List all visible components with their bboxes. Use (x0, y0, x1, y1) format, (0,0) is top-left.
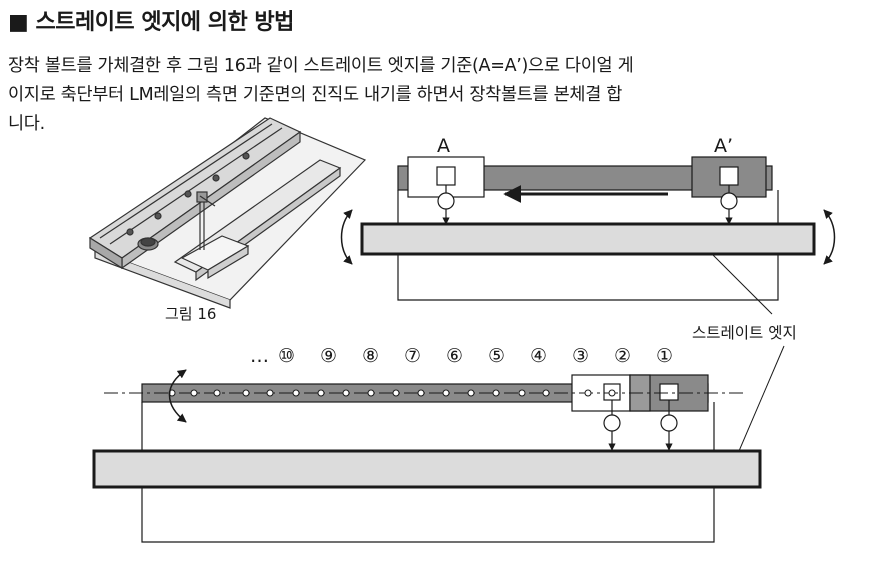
label-a: A (437, 135, 450, 157)
sequence-4: ④ (530, 345, 547, 367)
sequence-2: ② (614, 345, 631, 367)
section-heading: ■ 스트레이트 엣지에 의한 방법 (8, 4, 294, 36)
sequence-ellipsis: … (250, 345, 269, 367)
bolt-sequence-labels: … ⑩ ⑨ ⑧ ⑦ ⑥ ⑤ ④ ③ ② ① (250, 345, 673, 367)
label-a-prime: A’ (714, 135, 733, 157)
sequence-3: ③ (572, 345, 589, 367)
dial-gauge-icon (660, 414, 678, 432)
callout-line-top (711, 253, 773, 315)
rotate-left-arrow-icon (340, 209, 353, 265)
sequence-7: ⑦ (404, 345, 421, 367)
rail-isometric-illustration (88, 117, 367, 309)
sequence-1: ① (656, 345, 673, 367)
sequence-6: ⑥ (446, 345, 463, 367)
dial-gauge-icon (720, 192, 738, 210)
rotate-arrow-icon (168, 369, 187, 423)
square-bullet-icon: ■ (8, 10, 29, 35)
figure-caption: 그림 16 (165, 305, 216, 323)
rotate-right-arrow-icon (823, 209, 836, 265)
instruction-paragraph: 장착 볼트를 가체결한 후 그림 16과 같이 스트레이트 엣지를 기준(A=A… (8, 52, 888, 139)
dial-gauge-icon (437, 192, 455, 210)
paragraph-line-2: 이지로 축단부터 LM레일의 측면 기준면의 진직도 내기를 하면서 장착볼트를… (8, 85, 623, 105)
sequence-5: ⑤ (488, 345, 505, 367)
section-heading-text: 스트레이트 엣지에 의한 방법 (35, 10, 294, 35)
paragraph-line-1: 장착 볼트를 가체결한 후 그림 16과 같이 스트레이트 엣지를 기준(A=A… (8, 56, 634, 76)
sequence-8: ⑧ (362, 345, 379, 367)
sequence-9: ⑨ (320, 345, 337, 367)
bottom-measurement-diagram (92, 369, 762, 543)
paragraph-line-3: 니다. (8, 114, 45, 134)
dial-gauge-icon (603, 414, 621, 432)
top-measurement-diagram: A A’ (340, 135, 836, 301)
label-straight-edge: 스트레이트 엣지 (692, 324, 797, 342)
sequence-10: ⑩ (278, 345, 295, 367)
